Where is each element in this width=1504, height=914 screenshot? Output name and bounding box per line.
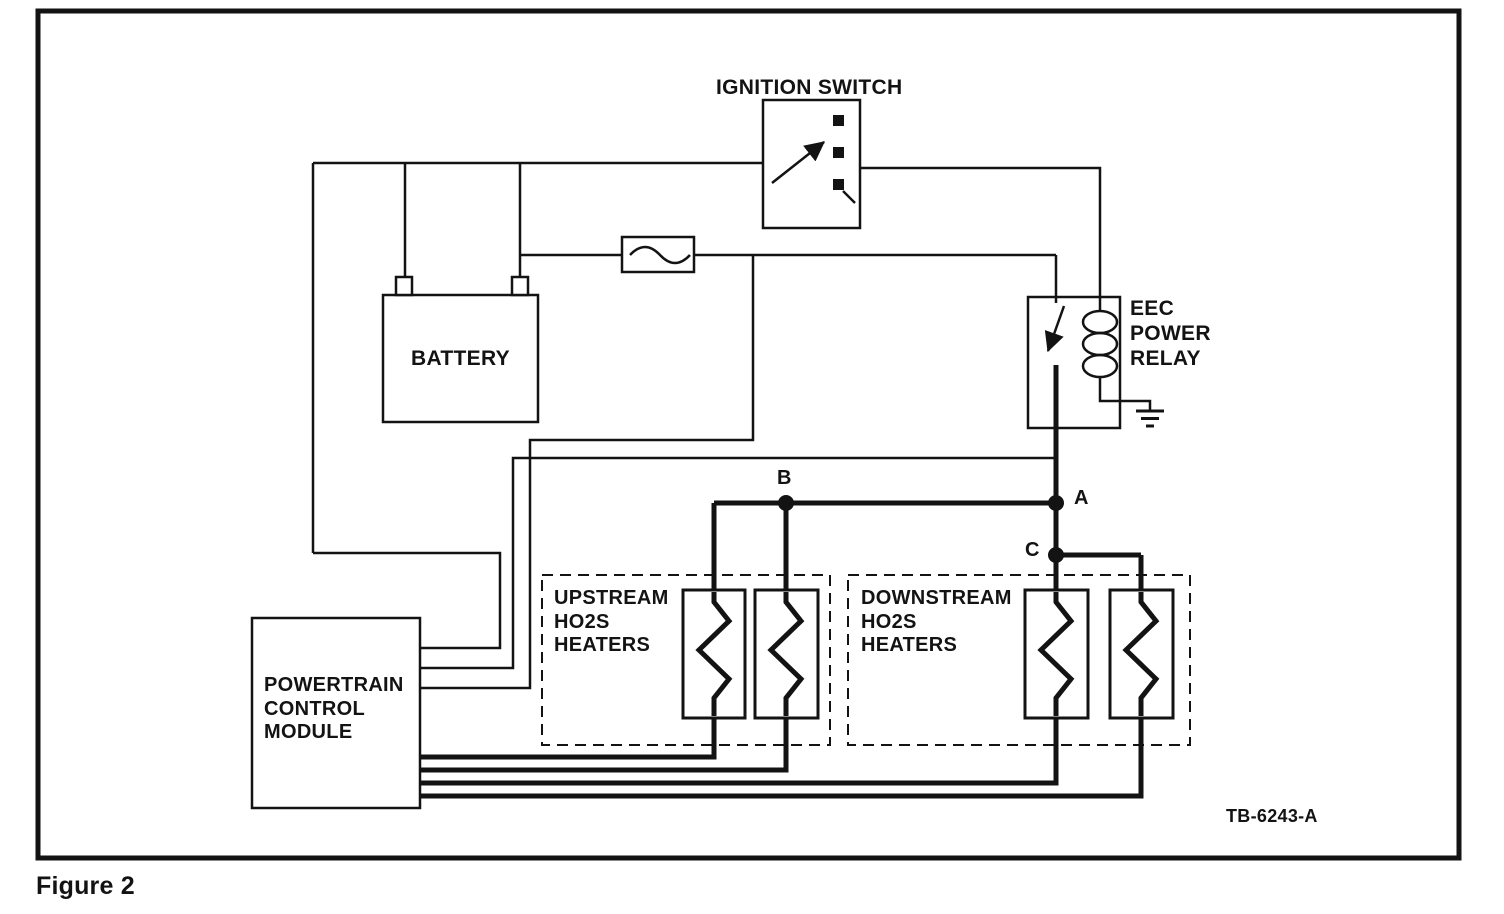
battery-terminal-left	[394, 275, 414, 297]
downstream-heater-1-element	[1037, 592, 1075, 716]
downstream-heaters-label: DOWNSTREAM HO2S HEATERS	[861, 587, 1012, 657]
upstream-heaters-dashed-box	[541, 574, 831, 746]
wire-downstream-heater-1-return	[420, 718, 1059, 786]
junction-c-label: C	[1025, 539, 1040, 561]
wire-relay-output-to-pcm	[420, 456, 1056, 670]
wire-battery-to-pcm	[313, 551, 502, 650]
relay-armature-arrow	[1044, 305, 1066, 353]
upstream-heater-2-element	[767, 592, 805, 716]
junction-a-dot	[1048, 495, 1064, 511]
powertrain-control-module-box	[250, 616, 422, 810]
wire-coil-to-ground	[1098, 377, 1152, 411]
switch-contact-bottom	[833, 179, 844, 190]
wire-upstream-heater-1-return	[420, 718, 717, 760]
relay-symbol	[1044, 305, 1164, 428]
downstream-heater-2-element	[1122, 592, 1160, 716]
switch-blade-arrow	[771, 141, 825, 184]
switch-contact-middle	[833, 147, 844, 158]
pcm-label: POWERTRAIN CONTROL MODULE	[264, 674, 404, 744]
upstream-heater-1-element	[695, 592, 733, 716]
thick-wires	[420, 365, 1144, 799]
junction-a-label: A	[1074, 487, 1089, 509]
fuse-element-symbol	[629, 245, 691, 265]
drawing-number: TB-6243-A	[1226, 806, 1318, 826]
wire-upstream-heater-2-return	[420, 718, 789, 773]
ignition-switch-label: IGNITION SWITCH	[716, 76, 903, 99]
switch-contact-top	[833, 115, 844, 126]
eec-power-relay-label: EEC POWER RELAY	[1130, 297, 1211, 370]
heater-elements	[681, 588, 1175, 720]
battery-box	[381, 293, 540, 424]
wire-downstream-heater-2-return	[420, 718, 1144, 799]
downstream-heaters-dashed-box	[847, 574, 1191, 746]
battery-label: BATTERY	[411, 347, 510, 370]
wire-ignition-to-relay-coil	[860, 166, 1102, 311]
ignition-switch-symbol	[771, 115, 856, 204]
junction-c-dot	[1048, 547, 1064, 563]
upstream-heaters-label: UPSTREAM HO2S HEATERS	[554, 587, 669, 657]
eec-power-relay-box	[1026, 295, 1122, 430]
wire-fuse-to-pcm	[420, 255, 755, 690]
figure-caption: Figure 2	[36, 872, 135, 900]
diagram-border	[35, 8, 1462, 861]
relay-coil-loop-3	[1081, 353, 1119, 379]
thin-wires	[311, 161, 1152, 690]
ignition-switch-box	[761, 98, 862, 230]
junction-b-dot	[778, 495, 794, 511]
junction-b-label: B	[777, 467, 792, 489]
switch-contact-stub	[842, 190, 856, 204]
battery-terminal-right	[510, 275, 530, 297]
